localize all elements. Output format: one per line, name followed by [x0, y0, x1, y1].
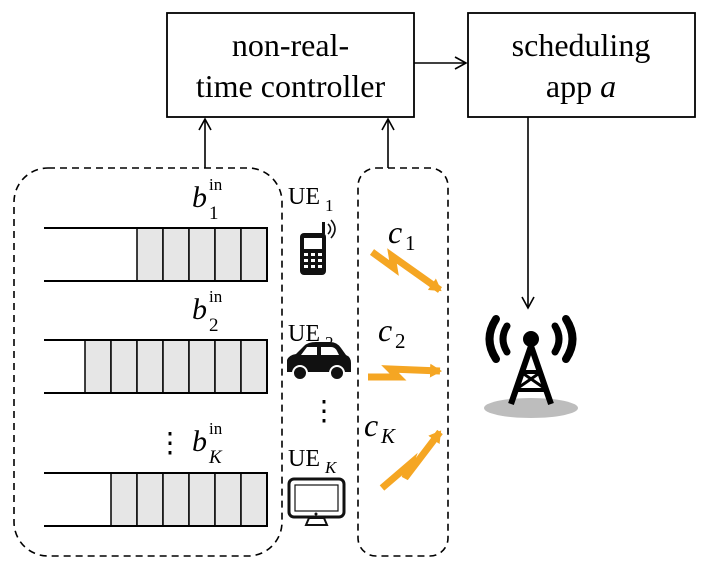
- svg-text:b: b: [192, 181, 207, 214]
- controller-label-line1: non-real-: [232, 27, 349, 63]
- scheduler-label-line2: app a: [546, 68, 616, 104]
- svg-text:1: 1: [405, 231, 416, 255]
- svg-text:in: in: [209, 175, 223, 194]
- buffer-cell: [188, 339, 216, 394]
- buffer-label-2: b in 2: [192, 287, 223, 336]
- buffer-cell: [240, 339, 268, 394]
- svg-text:K: K: [324, 458, 338, 477]
- buffer-queues: [44, 227, 268, 527]
- svg-text:1: 1: [325, 196, 334, 215]
- ue-label-k: UE K: [288, 446, 338, 477]
- car-icon: [287, 342, 351, 381]
- svg-text:K: K: [380, 424, 396, 448]
- svg-text:1: 1: [209, 203, 219, 224]
- svg-text:2: 2: [395, 329, 406, 353]
- buffer-queue-2: [44, 339, 268, 394]
- channel-label-k: c K: [364, 407, 396, 448]
- svg-text:2: 2: [209, 315, 219, 336]
- svg-text:b: b: [192, 425, 207, 458]
- svg-text:b: b: [192, 293, 207, 326]
- controller-label-line2: time controller: [196, 68, 386, 104]
- cell-tower-icon: [484, 315, 578, 418]
- ue-ellipsis: ⋮: [310, 396, 338, 427]
- buffer-cell: [110, 339, 138, 394]
- buffer-cell: [162, 472, 190, 527]
- computer-monitor-icon: [287, 477, 346, 526]
- buffer-label-1: b in 1: [192, 175, 223, 224]
- buffer-cell: [214, 227, 242, 282]
- buffer-cell: [162, 339, 190, 394]
- svg-text:UE: UE: [288, 184, 320, 210]
- wireless-link-1-bolt: [369, 248, 443, 293]
- buffer-cell: [188, 472, 216, 527]
- scheduling-app-box: scheduling app a: [467, 12, 696, 118]
- buffer-cell: [240, 227, 268, 282]
- non-real-time-controller-box: non-real- time controller: [166, 12, 415, 118]
- svg-text:c: c: [378, 312, 392, 348]
- buffer-cell: [188, 227, 216, 282]
- buffer-cell: [162, 227, 190, 282]
- buffer-outline: [44, 339, 268, 394]
- svg-text:UE: UE: [288, 446, 320, 472]
- buffer-queue-1: [44, 227, 268, 282]
- buffer-outline: [44, 227, 268, 282]
- wireless-link-2-bolt: [368, 363, 442, 381]
- buffer-label-k: b in K: [192, 419, 223, 468]
- buffer-queue-3: [44, 472, 268, 527]
- buffers-group: [13, 167, 283, 557]
- buffer-cell: [84, 339, 112, 394]
- mobile-phone-icon: [300, 219, 336, 275]
- channel-label-2: c 2: [378, 312, 406, 353]
- svg-text:in: in: [209, 419, 223, 438]
- scheduler-label-line1: scheduling: [512, 27, 651, 63]
- buffer-cell: [214, 472, 242, 527]
- ue-label-1: UE 1: [288, 184, 334, 215]
- channels-group: [357, 167, 449, 557]
- buffer-cell: [240, 472, 268, 527]
- buffer-cell: [110, 472, 138, 527]
- buffer-cell: [136, 339, 164, 394]
- buffer-cell: [136, 472, 164, 527]
- buffer-cell: [214, 339, 242, 394]
- buffers-ellipsis: ⋮: [156, 428, 184, 459]
- svg-text:c: c: [388, 214, 402, 250]
- wireless-link-k-bolt: [379, 429, 443, 491]
- buffer-outline: [44, 472, 268, 527]
- svg-text:K: K: [208, 447, 223, 468]
- svg-text:c: c: [364, 407, 378, 443]
- channel-label-1: c 1: [388, 214, 416, 255]
- svg-text:in: in: [209, 287, 223, 306]
- buffer-cell: [136, 227, 164, 282]
